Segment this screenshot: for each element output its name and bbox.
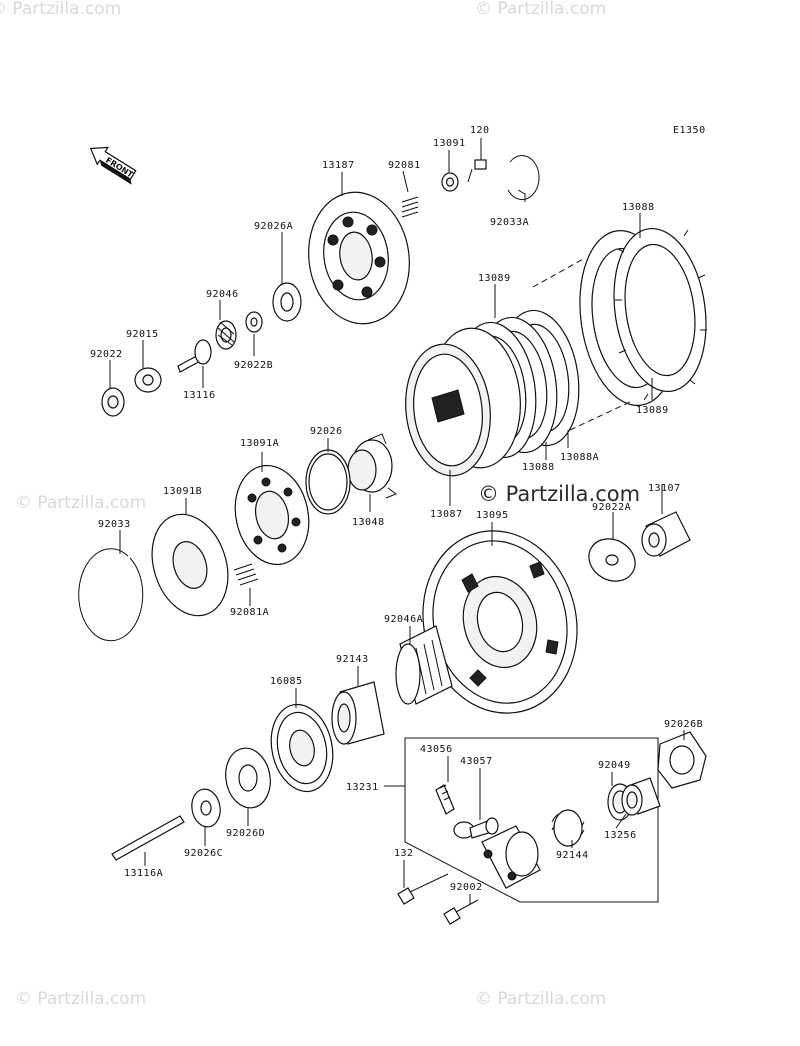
part-92033-circlip[interactable] [78,548,144,642]
watermark-mid-left: © Partzilla.com [15,493,146,513]
stack-guide-bottom [569,401,631,431]
label-92144[interactable]: 92144 [556,850,589,861]
label-13256[interactable]: 13256 [604,830,637,841]
part-13256-piston[interactable] [621,777,661,816]
part-92081-spring[interactable] [401,196,419,218]
label-92143[interactable]: 92143 [336,654,369,665]
label-92022[interactable]: 92022 [90,349,123,360]
part-92015-nut[interactable] [134,367,162,393]
part-13091-nut[interactable] [441,172,459,192]
label-13187[interactable]: 13187 [322,160,355,171]
label-13088-top[interactable]: 13088 [622,202,655,213]
part-92143-collar[interactable] [331,681,385,745]
part-13091A-plate[interactable] [226,459,317,572]
label-13091B[interactable]: 13091B [163,486,202,497]
label-13089-right[interactable]: 13089 [636,405,669,416]
part-13088-friction-plate[interactable] [604,223,716,401]
label-92002[interactable]: 92002 [450,882,483,893]
label-43056[interactable]: 43056 [420,744,453,755]
label-92081A[interactable]: 92081A [230,607,269,618]
label-92026D[interactable]: 92026D [226,828,265,839]
label-13048[interactable]: 13048 [352,517,385,528]
part-13095-clutch-housing[interactable] [404,514,596,729]
label-13088A[interactable]: 13088A [560,452,599,463]
part-92026C-washer[interactable] [189,787,223,829]
label-16085[interactable]: 16085 [270,676,303,687]
label-92022A[interactable]: 92022A [592,502,631,513]
part-92022A-washer[interactable] [581,531,643,590]
part-13116A-rod[interactable] [111,815,185,861]
part-13107-sleeve[interactable] [641,511,691,557]
part-92033A-circlip[interactable] [507,155,540,200]
label-92033A[interactable]: 92033A [490,217,529,228]
watermark-center: © Partzilla.com [478,482,640,506]
part-43056-bleeder-valve[interactable] [435,784,455,815]
stack-guide-top [532,257,586,288]
label-92046[interactable]: 92046 [206,289,239,300]
label-13116[interactable]: 13116 [183,390,216,401]
label-13107[interactable]: 13107 [648,483,681,494]
label-92049[interactable]: 92049 [598,760,631,771]
part-92022-bearing[interactable] [101,387,125,417]
diagram-code: E1350 [673,125,706,136]
label-13116A[interactable]: 13116A [124,868,163,879]
part-13231-release-assembly[interactable] [404,737,659,903]
part-92022B-washer[interactable] [245,311,263,333]
part-13087-clutch-hub[interactable] [399,324,527,480]
part-13048-sleeve[interactable] [347,433,398,499]
label-92046A[interactable]: 92046A [384,614,423,625]
label-92026[interactable]: 92026 [310,426,343,437]
label-13091A[interactable]: 13091A [240,438,279,449]
part-release-cylinder[interactable] [481,825,541,889]
label-92026C[interactable]: 92026C [184,848,223,859]
part-92081A-spring[interactable] [233,563,259,586]
label-13089-top[interactable]: 13089 [478,273,511,284]
label-13088-mid[interactable]: 13088 [522,462,555,473]
part-92026D-washer[interactable] [221,745,275,812]
label-92026B[interactable]: 92026B [664,719,703,730]
part-92002-bolt[interactable] [443,899,479,925]
label-120[interactable]: 120 [470,125,490,136]
part-92026B-gasket[interactable] [657,731,707,789]
part-120-bolt[interactable] [467,159,487,183]
part-13091B-plate[interactable] [140,504,241,625]
label-92026A[interactable]: 92026A [254,221,293,232]
watermark-top-right: © Partzilla.com [475,0,606,19]
part-13116-push-rod[interactable] [177,339,212,373]
part-92026-ring[interactable] [305,449,351,515]
part-92144-spring[interactable] [551,809,585,847]
label-13091[interactable]: 13091 [433,138,466,149]
label-13087[interactable]: 13087 [430,509,463,520]
watermark-bottom-right: © Partzilla.com [475,989,606,1009]
watermark-bottom-left: © Partzilla.com [15,989,146,1009]
part-92046-bearing[interactable] [215,320,237,350]
part-132-bolt[interactable] [397,873,449,905]
watermarks: © Partzilla.com © Partzilla.com © Partzi… [0,0,606,1009]
front-arrow-icon: FRONT [89,146,137,185]
part-43057-hose-fitting[interactable] [453,817,499,839]
part-92046A-needle-bearing[interactable] [395,625,453,705]
part-13187-pressure-plate[interactable] [300,186,417,331]
part-16085-gear[interactable] [264,699,341,798]
label-43057[interactable]: 43057 [460,756,493,767]
label-132[interactable]: 132 [394,848,414,859]
label-92033[interactable]: 92033 [98,519,131,530]
part-number-labels: 13091 120 13187 92081 92033A 13088 92026… [90,125,703,893]
label-92022B[interactable]: 92022B [234,360,273,371]
watermark-top-left: © Partzilla.com [0,0,121,19]
part-92026A-washer[interactable] [272,282,302,322]
label-92015[interactable]: 92015 [126,329,159,340]
label-13231[interactable]: 13231 [346,782,379,793]
label-13095[interactable]: 13095 [476,510,509,521]
label-92081[interactable]: 92081 [388,160,421,171]
leader-lines [109,138,685,904]
